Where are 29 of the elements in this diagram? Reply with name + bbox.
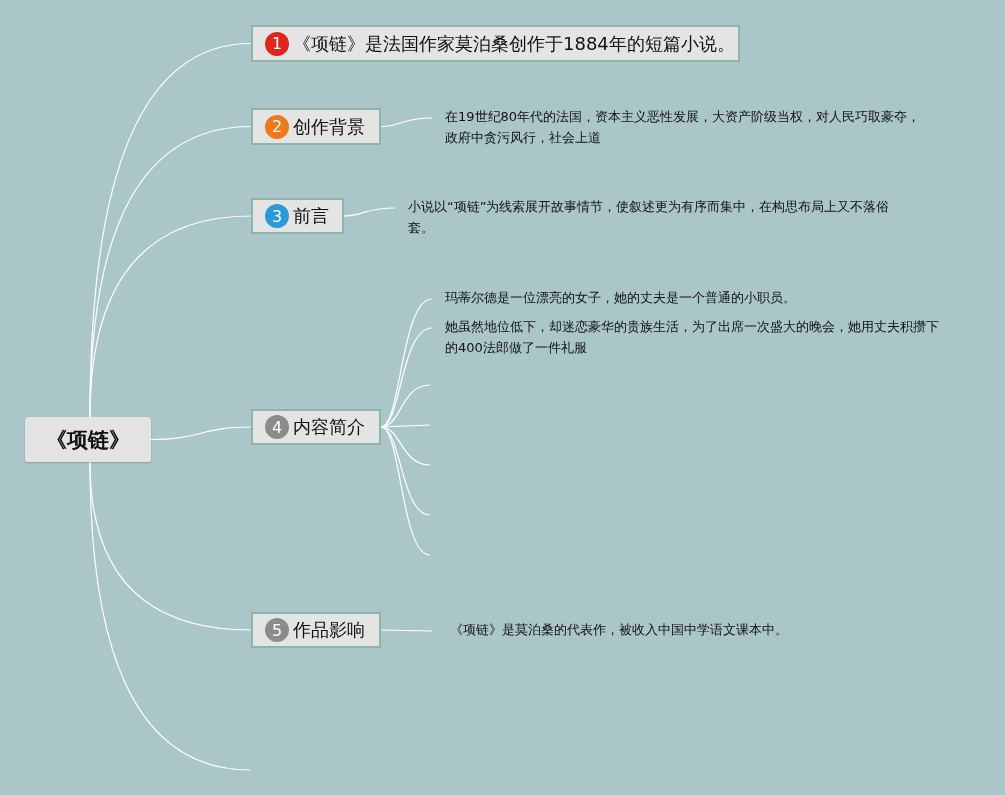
number-badge: 3 — [265, 204, 289, 228]
number-badge: 2 — [265, 114, 289, 139]
note-text: 玛蒂尔德是一位漂亮的女子，她的丈夫是一个普通的小职员。 — [432, 287, 942, 308]
note-text: 她虽然地位低下，却迷恋豪华的贵族生活，为了出席一次盛大的晚会，她用丈夫积攒下的400法郎做了一件礼服 — [432, 316, 942, 358]
topic-text: 《项链》是法国作家莫泊桑创作于1884年的短篇小说。 — [293, 31, 735, 56]
topic-box — [251, 409, 381, 445]
branch-line — [89, 461, 251, 771]
topic-text: 作品影响 — [293, 618, 365, 642]
topic-text: 前言 — [293, 204, 329, 228]
topic-text: 内容简介 — [293, 415, 365, 439]
note-text: 小说以“项链”为线索展开故事情节，使叙述更为有序而集中，在构思布局上又不落俗套。 — [395, 196, 910, 238]
topic-box — [251, 198, 344, 234]
branch-line — [380, 298, 433, 428]
topic-text: 创作背景 — [293, 114, 365, 139]
number-badge: 1 — [265, 31, 289, 56]
central-topic: 《项链》 — [25, 417, 151, 462]
topic-box — [251, 612, 381, 648]
note-text: 《项链》是莫泊桑的代表作，被收入中国中学语文课本中。 — [432, 619, 832, 640]
branch-line — [343, 207, 396, 217]
topic-box — [251, 25, 740, 62]
branch-line — [150, 426, 252, 441]
number-badge: 5 — [265, 618, 289, 642]
topic-box — [251, 108, 381, 145]
branch-line — [89, 215, 252, 418]
note-text: 在19世纪80年代的法国，资本主义恶性发展，大资产阶级当权，对人民巧取豪夺，政府中贪污风行，社会上道 — [432, 106, 927, 148]
branch-line — [380, 426, 431, 556]
branch-line — [380, 117, 433, 128]
number-badge: 4 — [265, 415, 289, 439]
branch-line — [380, 629, 433, 632]
